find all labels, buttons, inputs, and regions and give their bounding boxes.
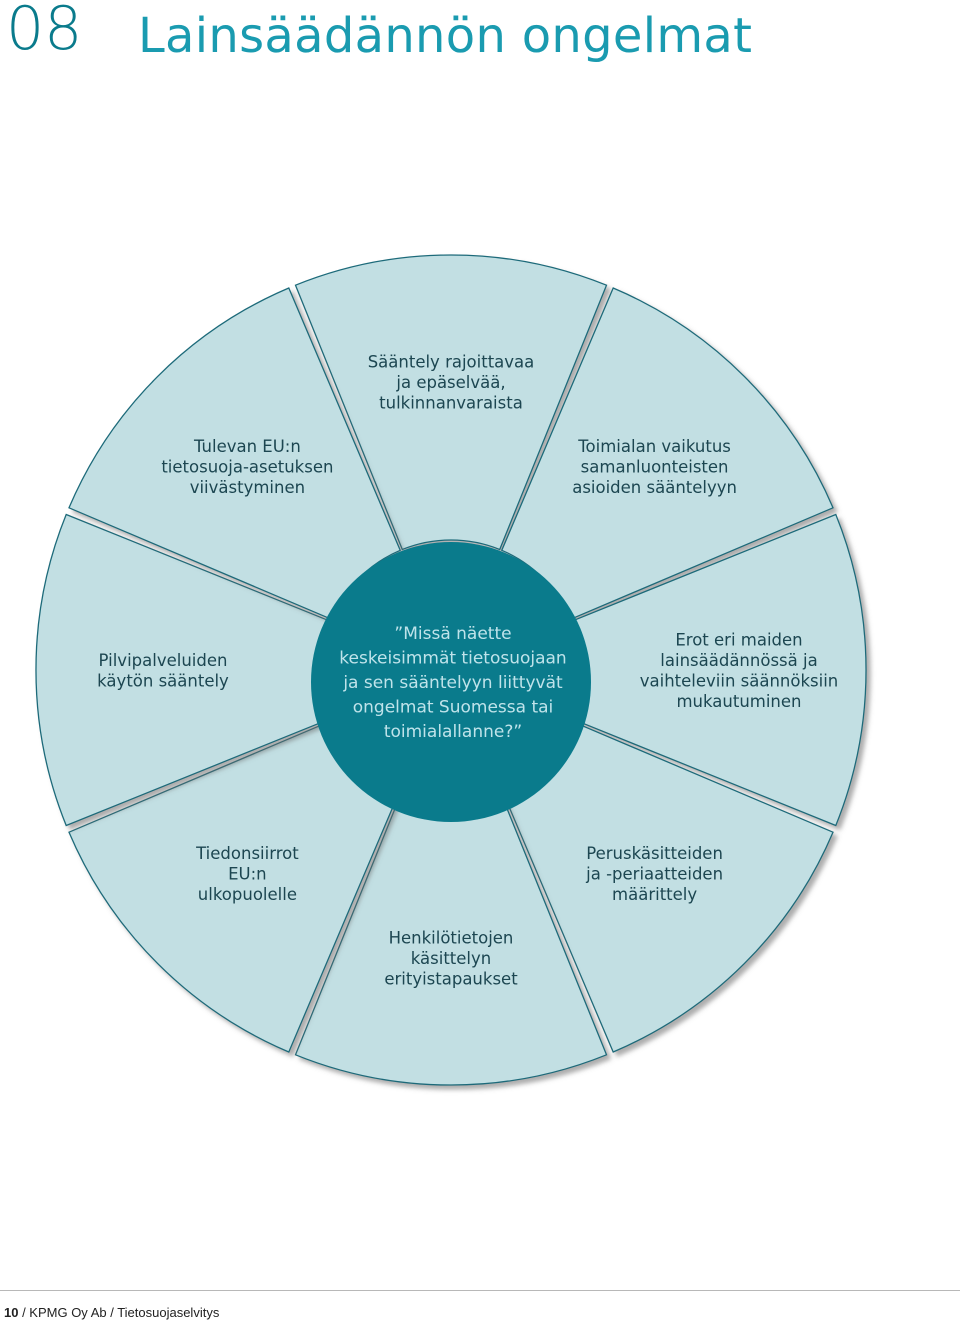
center-circle: [311, 542, 591, 822]
center-question: ”Missä näette keskeisimmät tietosuojaan ja…: [339, 624, 566, 742]
segment-label-line: mukautuminen: [676, 692, 801, 711]
segment-label-line: ja -periaatteiden: [585, 865, 723, 884]
footer-divider: [0, 1290, 960, 1291]
segment-label-line: lainsäädännössä ja: [660, 651, 817, 670]
segment-top: [294, 254, 608, 551]
footer: 10 / KPMG Oy Ab / Tietosuojaselvitys: [4, 1305, 219, 1320]
segment-label-line: käsittelyn: [411, 949, 491, 968]
segment-label-line: määrittely: [612, 885, 697, 904]
chapter-number: 08: [6, 0, 83, 64]
segment-label-line: ulkopuolelle: [198, 885, 297, 904]
segment-label-line: asioiden sääntelyyn: [572, 478, 737, 497]
segment-label-line: Henkilötietojen: [389, 929, 514, 948]
center-question-line: ongelmat Suomessa tai: [353, 698, 554, 718]
segment-label-line: Peruskäsitteiden: [586, 844, 723, 863]
segment-label-line: tulkinnanvaraista: [379, 394, 523, 413]
center-question-line: toimialallanne?”: [384, 722, 522, 742]
segment-label-line: tietosuoja-asetuksen: [161, 457, 333, 476]
center-question-line: keskeisimmät tietosuojaan: [339, 649, 566, 669]
page-title: Lainsäädännön ongelmat: [138, 8, 753, 64]
page-number: 10: [4, 1305, 19, 1320]
segment-label-line: Erot eri maiden: [675, 630, 802, 649]
segment-label-line: ja epäselvää,: [395, 373, 505, 392]
segment-label-line: vaihteleviin säännöksiin: [640, 671, 839, 690]
segment-label-line: Tulevan EU:n: [193, 437, 301, 456]
center-question-line: ja sen sääntelyyn liittyvät: [342, 673, 563, 693]
segment-label-line: Tiedonsiirrot: [195, 844, 299, 863]
segment-label-line: Sääntely rajoittavaa: [368, 353, 535, 372]
segment-label-line: samanluonteisten: [581, 457, 729, 476]
segment-label-line: EU:n: [228, 865, 267, 884]
segment-label-line: erityistapaukset: [384, 970, 518, 989]
center-question-line: ”Missä näette: [394, 624, 511, 644]
footer-text: / KPMG Oy Ab / Tietosuojaselvitys: [18, 1305, 220, 1320]
segment-label-line: viivästyminen: [190, 478, 305, 497]
segment-label-line: käytön sääntely: [97, 671, 229, 690]
segment-label-line: Toimialan vaikutus: [577, 437, 731, 456]
segment-label-line: Pilvipalveluiden: [99, 651, 228, 670]
